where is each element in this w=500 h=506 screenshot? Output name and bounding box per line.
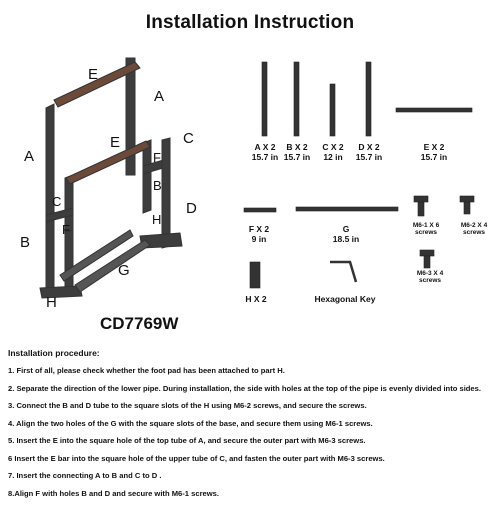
model-number: CD7769W — [100, 314, 178, 334]
part-b-label: B X 2 15.7 in — [280, 142, 314, 162]
part-f-count: F X 2 — [242, 224, 276, 234]
procedure-step: 8.Align F with holes B and D and secure … — [8, 489, 481, 506]
screw-m6-2-label: M6-2 X 4 screws — [452, 222, 496, 236]
part-f-length: 9 in — [242, 234, 276, 244]
part-h-count: H X 2 — [236, 294, 276, 304]
hex-key-label: Hexagonal Key — [300, 294, 390, 304]
part-e-label: E X 2 15.7 in — [416, 142, 452, 162]
part-d-label: D X 2 15.7 in — [352, 142, 386, 162]
part-a-count: A X 2 — [248, 142, 282, 152]
part-a-label: A X 2 15.7 in — [248, 142, 282, 162]
part-g-drawing — [296, 207, 398, 211]
screw-m6-3-drawing — [420, 250, 434, 268]
procedure-step: 7. Insert the connecting A to B and C to… — [8, 471, 481, 489]
procedure-title: Installation procedure: — [8, 348, 100, 358]
part-e-length: 15.7 in — [416, 152, 452, 162]
part-b-drawing — [294, 62, 299, 136]
part-f-label: F X 2 9 in — [242, 224, 276, 244]
part-d-count: D X 2 — [352, 142, 386, 152]
procedure-step: 1. First of all, please check whether th… — [8, 366, 481, 384]
part-f-drawing — [244, 208, 276, 212]
part-d-length: 15.7 in — [352, 152, 386, 162]
part-c-drawing — [330, 84, 335, 136]
part-e-count: E X 2 — [416, 142, 452, 152]
screw-m6-3-name: M6-3 X 4 — [408, 270, 452, 277]
part-c-length: 12 in — [316, 152, 350, 162]
screw-m6-1-drawing — [414, 196, 428, 216]
procedure-steps: 1. First of all, please check whether th… — [8, 366, 481, 506]
screw-m6-1-label: M6-1 X 6 screws — [404, 222, 448, 236]
procedure-step: 2. Separate the direction of the lower p… — [8, 384, 481, 402]
part-b-count: B X 2 — [280, 142, 314, 152]
part-b-length: 15.7 in — [280, 152, 314, 162]
part-g-label: G 18.5 in — [326, 224, 366, 244]
screw-m6-2-name: M6-2 X 4 — [452, 222, 496, 229]
part-h-drawing — [250, 262, 260, 288]
procedure-step: 5. Insert the E into the square hole of … — [8, 436, 481, 454]
part-e-drawing — [396, 108, 472, 112]
screw-m6-2-drawing — [460, 196, 474, 214]
part-a-drawing — [262, 62, 267, 136]
screw-m6-1-name: M6-1 X 6 — [404, 222, 448, 229]
screw-m6-3-sub: screws — [408, 277, 452, 284]
part-c-label: C X 2 12 in — [316, 142, 350, 162]
screw-m6-2-sub: screws — [452, 229, 496, 236]
screw-m6-1-sub: screws — [404, 229, 448, 236]
part-d-drawing — [366, 62, 371, 136]
screw-m6-3-label: M6-3 X 4 screws — [408, 270, 452, 284]
part-g-count: G — [326, 224, 366, 234]
part-a-length: 15.7 in — [248, 152, 282, 162]
procedure-step: 6 Insert the E bar into the square hole … — [8, 454, 481, 472]
part-g-length: 18.5 in — [326, 234, 366, 244]
procedure-step: 3. Connect the B and D tube to the squar… — [8, 401, 481, 419]
procedure-step: 4. Align the two holes of the G with the… — [8, 419, 481, 437]
hex-key-drawing — [330, 262, 356, 282]
part-c-count: C X 2 — [316, 142, 350, 152]
part-h-label: H X 2 — [236, 294, 276, 304]
